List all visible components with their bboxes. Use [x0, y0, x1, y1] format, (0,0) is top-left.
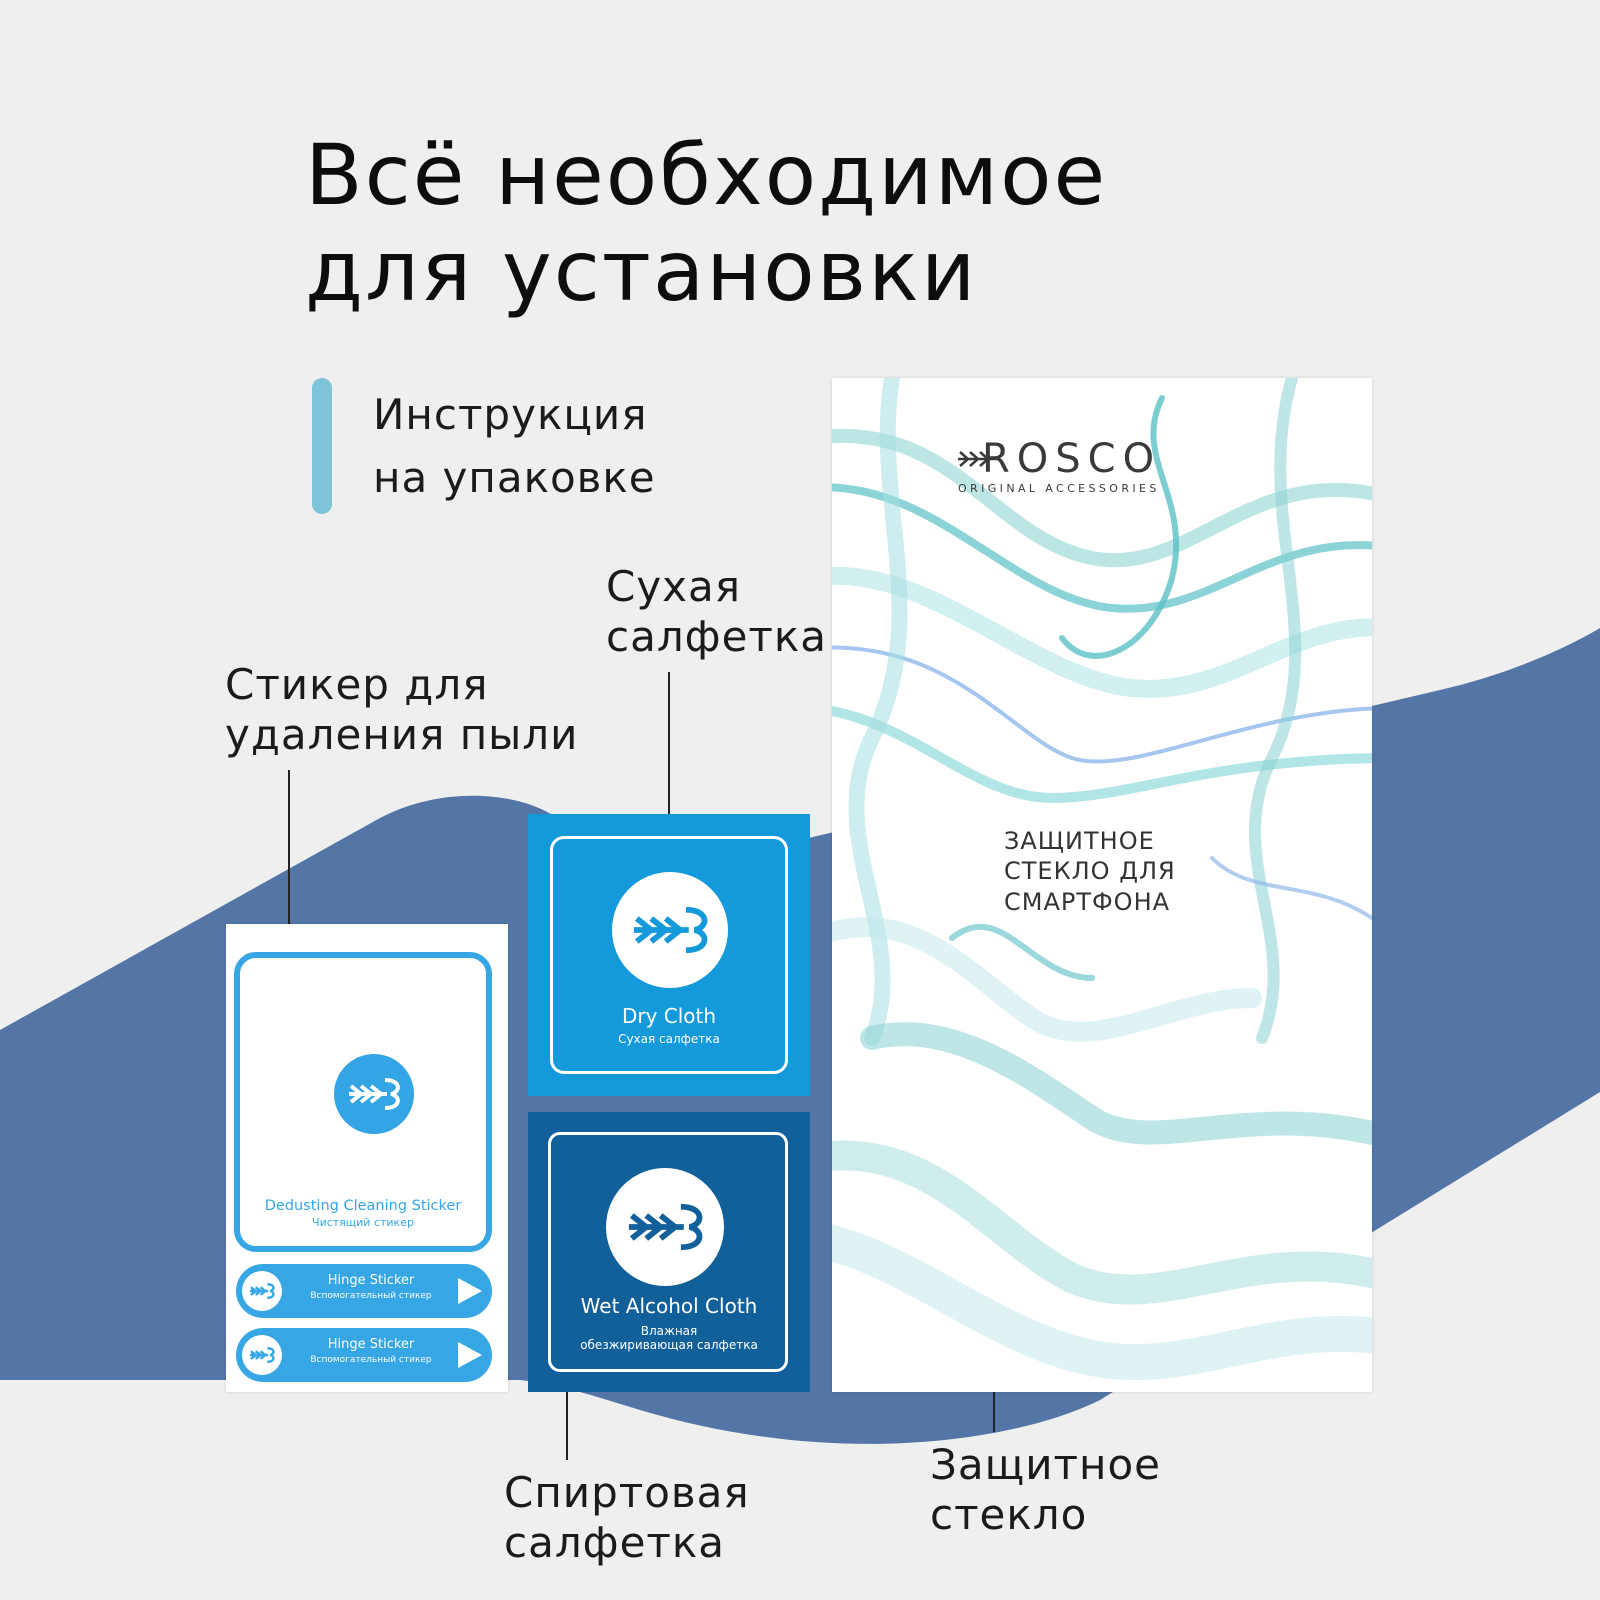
box-product-name: ЗАЩИТНОЕ СТЕКЛО ДЛЯ СМАРТФОНА: [1004, 826, 1176, 917]
label-alcohol-cloth-line-2: салфетка: [504, 1517, 725, 1567]
label-dry-cloth: Сухая салфетка: [606, 562, 827, 661]
rosco-logo-icon: [958, 451, 1000, 467]
accent-bar: [312, 378, 332, 514]
rosco-logo-icon: [612, 872, 728, 988]
box-line-3: СМАРТФОНА: [1004, 887, 1171, 916]
brand-name: ROSCO: [982, 436, 1162, 482]
label-dust-sticker-line-1: Стикер для: [225, 660, 489, 709]
glass-box: ROSCO ORIGINAL ACCESSORIES ЗАЩИТНОЕ СТЕК…: [832, 378, 1372, 1392]
sticker-name: Dedusting Cleaning Sticker: [264, 1198, 462, 1214]
leader-alcohol-cloth: [566, 1336, 568, 1460]
label-dry-cloth-line-2: салфетка: [606, 611, 827, 661]
label-alcohol-cloth: Спиртовая салфетка: [504, 1468, 750, 1567]
label-glass-line-2: стекло: [930, 1489, 1088, 1539]
box-line-1: ЗАЩИТНОЕ: [1004, 827, 1155, 855]
box-line-2: СТЕКЛО ДЛЯ: [1004, 857, 1176, 886]
rosco-logo-icon: [334, 1054, 414, 1134]
instruction-line-2: на упаковке: [373, 453, 656, 502]
label-glass: Защитное стекло: [930, 1440, 1161, 1539]
label-dust-sticker: Стикер для удаления пыли: [225, 660, 578, 759]
dry-cloth-sub: Сухая салфетка: [618, 1032, 720, 1046]
sticker-sub: Чистящий стикер: [312, 1216, 414, 1229]
dry-cloth-frame: [550, 836, 788, 1074]
marble-pattern: [832, 378, 1372, 1381]
dedusting-sticker: Dedusting Cleaning Sticker Чистящий стик…: [234, 952, 492, 1252]
brand-subtitle: ORIGINAL ACCESSORIES: [958, 482, 1160, 495]
hinge-sticker: Hinge Sticker Вспомогательный стикер: [236, 1328, 492, 1382]
page-title: Всё необходимое для установки: [305, 126, 1305, 320]
hinge-sub: Вспомогательный стикер: [310, 1355, 432, 1365]
rosco-logo-icon: [242, 1271, 282, 1311]
leader-dry-cloth: [668, 672, 670, 902]
hinge-sub: Вспомогательный стикер: [310, 1291, 432, 1301]
label-dust-sticker-line-2: удаления пыли: [225, 709, 579, 759]
label-alcohol-cloth-line-1: Спиртовая: [504, 1468, 750, 1517]
play-arrow-icon: [458, 1342, 482, 1368]
rosco-logo-icon: [606, 1168, 724, 1286]
title-line-1: Всё необходимое: [305, 126, 1108, 224]
instruction-line-1: Инструкция: [373, 390, 648, 439]
hinge-name: Hinge Sticker: [327, 1337, 415, 1352]
dedusting-sticker-card: Dedusting Cleaning Sticker Чистящий стик…: [226, 924, 508, 1392]
dry-cloth-name: Dry Cloth: [621, 1004, 717, 1028]
wet-cloth-pack: Wet Alcohol Cloth Влажная обезжиривающая…: [528, 1112, 810, 1392]
wet-cloth-sub-2: обезжиривающая салфетка: [580, 1338, 758, 1352]
title-line-2: для установки: [305, 221, 978, 320]
hinge-name: Hinge Sticker: [327, 1273, 415, 1288]
rosco-logo-icon: [242, 1335, 282, 1375]
dry-cloth-pack: Dry Cloth Сухая салфетка: [528, 814, 810, 1096]
hinge-sticker: Hinge Sticker Вспомогательный стикер: [236, 1264, 492, 1318]
instruction-note: Инструкция на упаковке: [373, 383, 656, 509]
wet-cloth-sub-1: Влажная: [640, 1324, 698, 1338]
label-glass-line-1: Защитное: [930, 1440, 1161, 1489]
label-dry-cloth-line-1: Сухая: [606, 562, 742, 611]
play-arrow-icon: [458, 1278, 482, 1304]
leader-dust-sticker: [288, 770, 290, 998]
wet-cloth-frame: [548, 1132, 788, 1372]
wet-cloth-name: Wet Alcohol Cloth: [580, 1294, 758, 1318]
